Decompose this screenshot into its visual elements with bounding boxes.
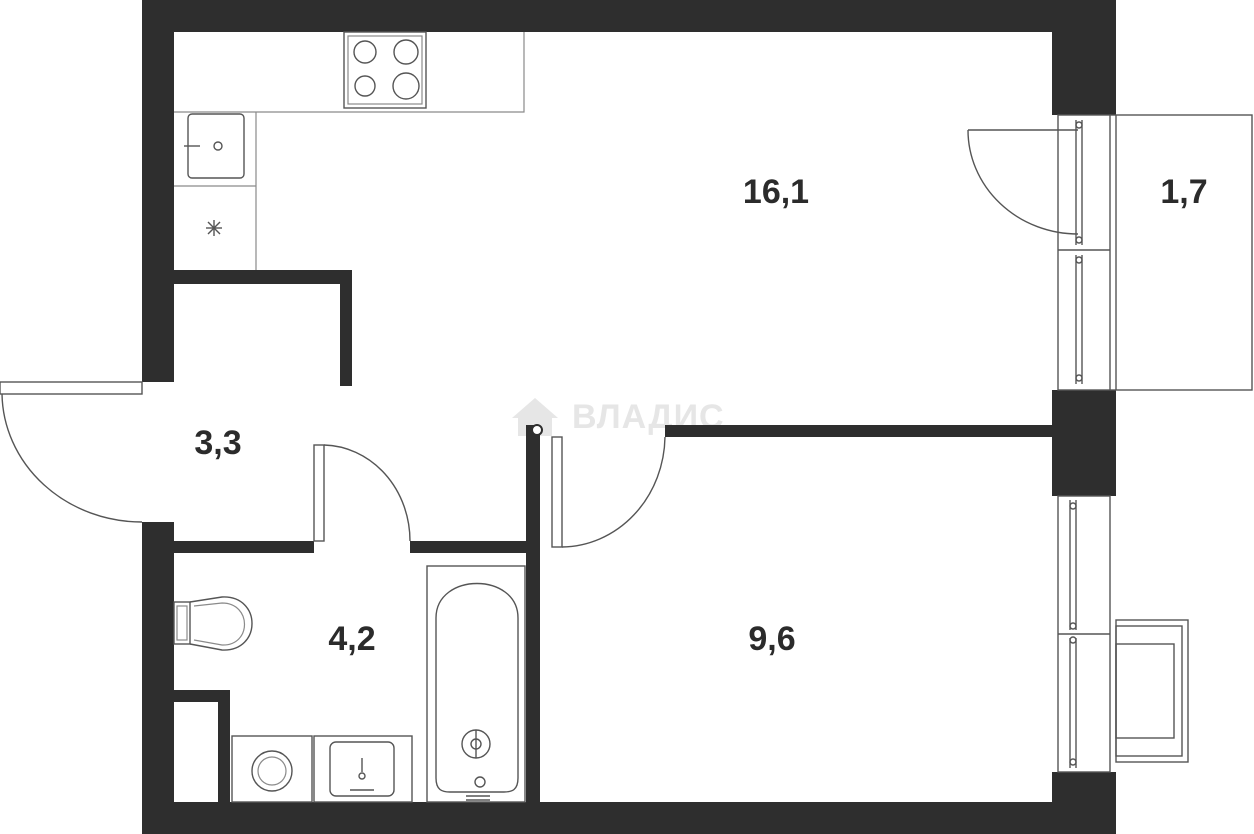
wall-bath-top-right [410,541,528,553]
bathroom-area-label: 4,2 [328,620,375,658]
wall-hall-right [340,270,352,386]
bedroom-door [551,436,666,548]
kitchen [174,31,525,270]
wall-bath-bedroom [526,425,540,805]
wall-left-lower [142,522,174,834]
area-labels: 16,1 1,7 3,3 4,2 9,6 [194,173,1207,658]
wall-bottom [142,802,1116,834]
bathtub-icon [426,565,526,803]
watermark-house-icon [512,398,558,436]
wall-shaft-top [174,690,230,702]
stove-icon [343,31,427,109]
wall-living-bedroom [665,425,1055,437]
outer-walls [142,0,1116,834]
wall-shaft-side [218,690,230,804]
wall-left-upper [142,0,174,382]
wall-bath-top-left [174,541,314,553]
living-room-area-label: 16,1 [743,173,809,211]
wall-right-pier [1052,390,1116,496]
wall-right-bottom [1052,772,1116,834]
kitchen-counter-top [174,32,525,113]
balcony-area-label: 1,7 [1160,173,1207,211]
kitchen-sink-icon [184,113,245,179]
hallway-area-label: 3,3 [194,424,241,462]
entrance-door [0,381,143,523]
balcony [1110,114,1253,391]
bathroom-door [313,444,411,542]
column-marker [531,424,543,436]
interior-walls [174,270,1055,805]
bedroom-window [1057,495,1111,773]
bedroom-area-label: 9,6 [748,620,795,658]
toilet-icon [173,596,253,651]
ac-unit-icon [1115,619,1189,763]
snowflake-icon [206,220,222,236]
balcony-door [967,114,1111,391]
washbasin-icon [313,735,413,803]
washing-machine-icon [231,735,313,803]
wall-top [142,0,1116,32]
wall-hall-top [174,270,352,284]
wall-right-top [1052,0,1116,115]
